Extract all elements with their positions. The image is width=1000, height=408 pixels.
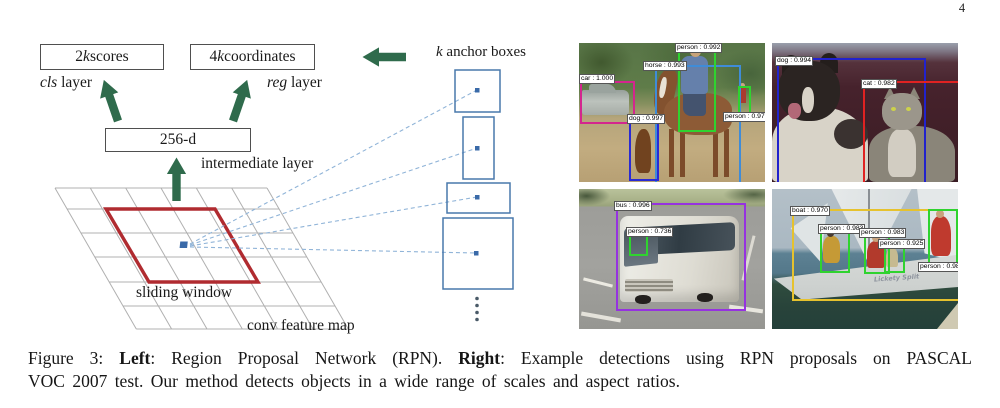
scene-shape [906, 107, 911, 111]
photo-dog-cat-scene: dog : 0.994 cat : 0.982 [772, 43, 958, 182]
detection-box [616, 203, 746, 311]
scene-shape [683, 90, 706, 116]
photo-horse-scene: car : 1.000 horse : 0.993 person : 0.992 do… [579, 43, 765, 182]
detection-label: dog : 0.997 [627, 114, 666, 124]
detection-label: dog : 0.994 [775, 56, 814, 66]
scene-shape [882, 93, 922, 130]
cls-arrow [100, 79, 122, 123]
cls-layer-label: cls layer [40, 74, 93, 91]
scores-box-label: 2 [75, 48, 84, 65]
anchor-ellipsis-dots [475, 296, 479, 322]
anchor-box [446, 182, 511, 214]
conv-feature-map-label: conv feature map [247, 317, 355, 334]
scene-shape [625, 279, 673, 292]
caption-line-2: VOC 2007 test. Our method detects object… [28, 371, 680, 391]
person-figure [823, 236, 840, 263]
detection-label: cat : 0.982 [861, 79, 897, 89]
reg-arrow [229, 79, 251, 123]
detection-label: person : 0.983 [859, 228, 907, 238]
reg-layer-label: reg layer [267, 74, 322, 91]
detection-box [678, 46, 716, 132]
detection-label: horse : 0.993 [643, 61, 687, 71]
scene-shape [713, 129, 718, 177]
detections-overlay: dog : 0.994 cat : 0.982 [772, 43, 958, 182]
256d-box: 256-d [105, 128, 251, 152]
scene-shape [589, 84, 616, 93]
anchors-to-reg-arrow [362, 47, 406, 67]
anchor-box [442, 217, 514, 290]
scene-shape [888, 129, 916, 177]
anchor-box [462, 116, 495, 180]
detection-label: bus : 0.996 [614, 201, 652, 211]
anchor-box [454, 69, 501, 113]
detection-label: person : 0.736 [626, 227, 674, 237]
detection-label: person : 0.992 [675, 43, 723, 53]
person-figure [931, 216, 951, 256]
scene-shape [669, 129, 674, 177]
detection-label: car : 1.000 [579, 74, 616, 84]
detection-box [928, 209, 958, 265]
detection-label: person : 0.925 [878, 239, 926, 249]
scene-shape [740, 83, 745, 88]
rpn-diagram-graphics [54, 47, 514, 330]
detection-box [792, 209, 958, 301]
intermediate-layer-label: intermediate layer [201, 155, 314, 172]
figure-caption: Figure 3: Left: Region Proposal Network … [28, 347, 972, 393]
scene-shape [834, 119, 868, 149]
dog-figure [635, 129, 651, 173]
detection-label: boat : 0.970 [790, 206, 830, 216]
coordinates-box-label: 4 [209, 48, 218, 65]
scene-shape [936, 210, 944, 218]
scene-shape [788, 103, 801, 119]
256d-box-label: 256-d [159, 131, 197, 148]
scene-shape [680, 129, 685, 177]
anchor-boxes [442, 69, 514, 290]
scene-shape [891, 107, 896, 111]
car-figure [582, 90, 629, 115]
bus-scene-art [579, 189, 765, 329]
anchor-center-dots [474, 88, 480, 256]
scene-shape [868, 189, 870, 264]
photo-bus-scene: bus : 0.996 person : 0.736 [579, 189, 765, 329]
detection-box [863, 81, 958, 182]
scene-shape [872, 234, 880, 242]
flow-arrows [100, 47, 406, 201]
anchor-projection-lines [189, 89, 478, 254]
window-center-point [179, 241, 188, 248]
detection-label: person : 0.979 [723, 112, 765, 122]
detection-label: person : 0.989 [918, 262, 958, 272]
anchor-boxes-label: k anchor boxes [436, 44, 526, 60]
person-figure [739, 88, 746, 103]
detections-overlay: car : 1.000 horse : 0.993 person : 0.992 do… [579, 43, 765, 182]
scene-shape [724, 129, 729, 177]
detection-box [820, 228, 850, 273]
sliding-window-outline [103, 207, 261, 284]
detections-overlay: bus : 0.996 person : 0.736 [579, 189, 765, 329]
detection-box [629, 117, 659, 181]
scene-shape [697, 293, 713, 302]
caption-line-1: Figure 3: Left: Region Proposal Network … [28, 348, 972, 368]
sliding-window-label: sliding window [136, 284, 233, 301]
intermediate-arrow [166, 157, 187, 201]
dog-cat-scene-art [772, 43, 958, 182]
scene-shape [802, 87, 814, 113]
scene-shape [635, 295, 651, 304]
page-number: 4 [958, 1, 966, 15]
detection-box [777, 58, 926, 182]
